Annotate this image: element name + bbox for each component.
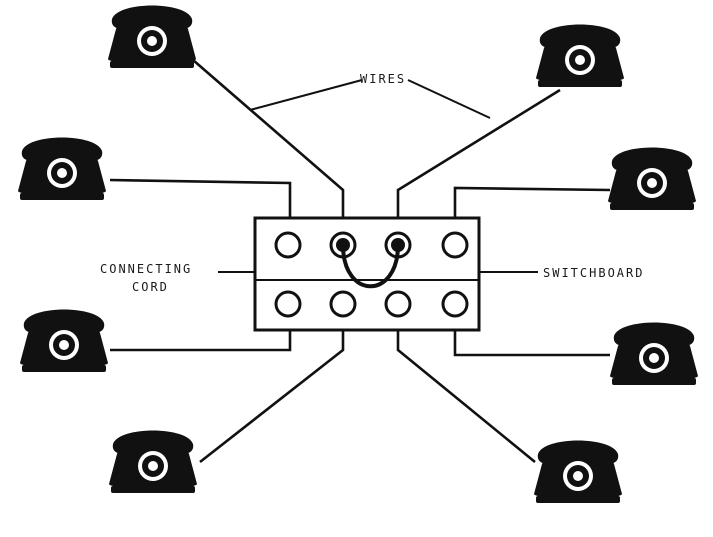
- jack: [441, 290, 469, 318]
- telephone-icon: [109, 430, 197, 493]
- jack: [274, 231, 302, 259]
- wires: [109, 59, 611, 464]
- wires-leader-left: [249, 79, 363, 111]
- wire-upper-left: [109, 178, 292, 222]
- switchboard: [253, 216, 481, 332]
- wire-top-right: [396, 88, 561, 222]
- wires-leader-right: [407, 79, 491, 119]
- wire-bottom-right: [396, 330, 536, 464]
- jack: [274, 290, 302, 318]
- telephone-icon: [534, 440, 622, 503]
- connecting-cord-label: CONNECTING: [100, 262, 193, 276]
- jack: [384, 290, 412, 318]
- wire-upper-right: [453, 186, 611, 222]
- telephone-icon: [608, 147, 696, 210]
- wire-bottom-left: [199, 330, 345, 464]
- wire-lower-left: [110, 330, 292, 352]
- wire-lower-right: [453, 330, 610, 357]
- jack: [329, 290, 357, 318]
- telephone-icon: [108, 5, 196, 68]
- connecting-cord: [341, 244, 400, 289]
- telephone-icon: [20, 309, 108, 372]
- jack: [441, 231, 469, 259]
- connecting-cord-label-line2: CORD: [132, 280, 169, 294]
- switchboard-label: SWITCHBOARD: [543, 266, 645, 280]
- telephone-icon: [536, 24, 624, 87]
- telephone-icon: [610, 322, 698, 385]
- telephone-icon: [18, 137, 106, 200]
- wire-top-left: [192, 59, 345, 222]
- wires-label: WIRES: [360, 72, 407, 86]
- jacks: [274, 231, 469, 318]
